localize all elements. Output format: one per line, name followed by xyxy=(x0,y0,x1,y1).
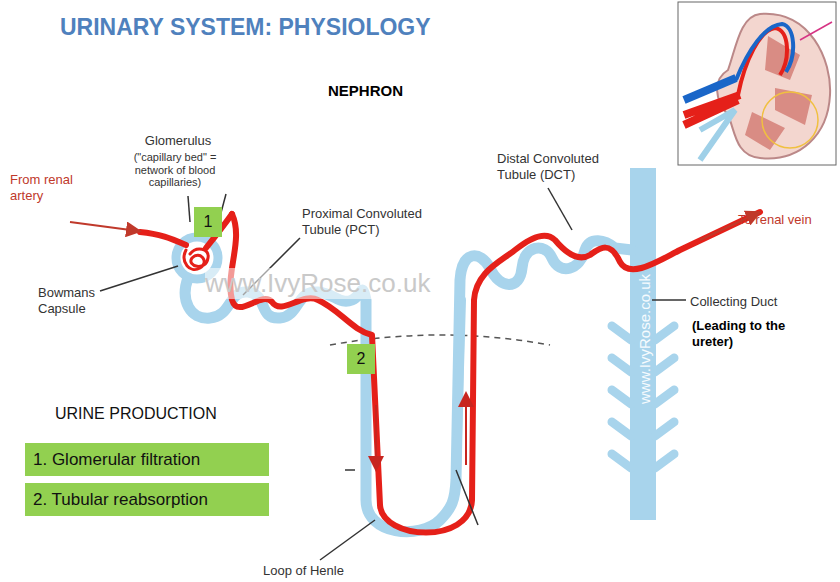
page-title: URINARY SYSTEM: PHYSIOLOGY xyxy=(60,14,431,42)
part-label: Proximal Convoluted Tubule (PCT) xyxy=(302,206,462,237)
flow-label: From renal artery xyxy=(10,172,96,203)
step-text: 2. Tubular reabsorption xyxy=(33,490,208,510)
part-label: Distal Convoluted Tubule (DCT) xyxy=(497,151,637,182)
callout-text: 2 xyxy=(357,350,366,368)
callout-number: 2 xyxy=(347,344,375,374)
step-box: 1. Glomerular filtration xyxy=(25,443,269,476)
part-label: Glomerulus xyxy=(128,133,228,149)
part-note: (Leading to the ureter) xyxy=(692,318,820,349)
flow-arrow xyxy=(465,395,467,465)
collecting-duct xyxy=(612,168,674,520)
section-heading: URINE PRODUCTION xyxy=(55,404,217,423)
callout-text: 1 xyxy=(204,213,213,231)
step-box: 2. Tubular reabsorption xyxy=(25,483,269,516)
part-label: Loop of Henle xyxy=(263,563,344,579)
section-heading: NEPHRON xyxy=(328,82,403,100)
part-label: Collecting Duct xyxy=(690,294,777,310)
kidney-inset xyxy=(678,2,836,165)
callout-number: 1 xyxy=(194,207,222,237)
inflow-arrow xyxy=(70,222,138,231)
flow-label: To renal vein xyxy=(738,212,812,228)
part-label: Bowmans Capsule xyxy=(38,285,118,316)
watermark: www.IvyRose.co.uk xyxy=(205,268,430,299)
flow-arrow xyxy=(375,405,377,468)
step-text: 1. Glomerular filtration xyxy=(33,450,200,470)
part-note: ("capillary bed" = network of blood capi… xyxy=(118,151,232,189)
watermark: www.IvyRose.co.uk xyxy=(636,254,654,424)
